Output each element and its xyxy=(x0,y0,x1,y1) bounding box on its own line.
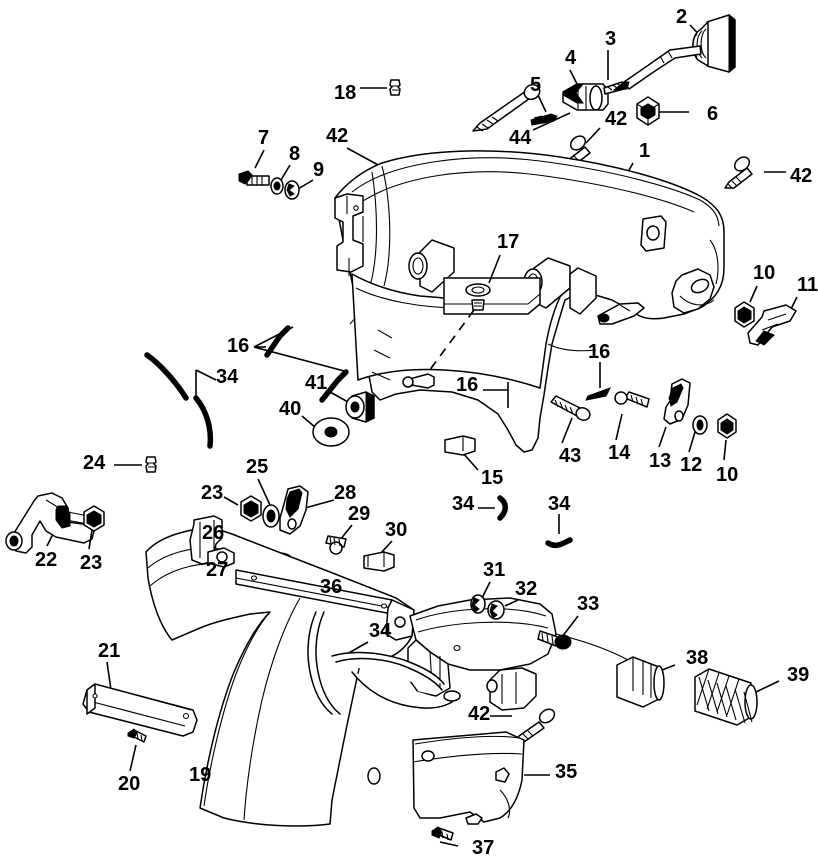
part-34-hose-d xyxy=(307,611,461,715)
part-pin-inner xyxy=(402,373,435,389)
part-32-washer xyxy=(487,599,519,620)
part-33-screw xyxy=(537,615,579,650)
part-8-washer xyxy=(270,164,291,195)
part-21-trim-plate xyxy=(82,661,198,737)
part-44-long-bolt xyxy=(472,83,571,132)
part-10-nut-b xyxy=(717,413,737,461)
part-13-bracket xyxy=(658,378,691,448)
part-34-hose-c xyxy=(545,514,573,549)
part-34-hose-b xyxy=(478,495,508,521)
part-30-bushing xyxy=(363,540,395,572)
part-19-lower-cover xyxy=(145,515,415,827)
part-22-handle xyxy=(5,492,95,554)
part-23-nut-a xyxy=(223,495,262,522)
part-7-screw xyxy=(238,149,270,186)
part-28-lever xyxy=(279,485,335,535)
part-2-anode-lead-assembly xyxy=(612,13,736,91)
part-38-sleeve xyxy=(616,656,676,708)
part-14-screw xyxy=(614,391,650,441)
part-37-screw xyxy=(431,826,459,847)
part-31-washer xyxy=(470,581,491,614)
part-24-grease-fitting xyxy=(114,456,157,473)
part-41-bushing xyxy=(329,391,375,423)
part-16-seal-strips xyxy=(253,325,612,408)
part-9-lock-washer xyxy=(284,179,314,200)
part-42-screw-b xyxy=(724,156,786,190)
part-18-grease-fitting xyxy=(360,79,401,96)
part-35-cover-plate xyxy=(412,731,550,825)
part-29-screw xyxy=(325,524,353,555)
part-34-hose-a xyxy=(144,352,217,449)
housing-right-section xyxy=(407,597,629,711)
part-11-clamp xyxy=(747,296,798,346)
part-5-cotter-pin xyxy=(530,94,558,126)
part-23-nut-b xyxy=(83,505,105,550)
part-20-screw xyxy=(127,728,147,772)
part-43-screw xyxy=(550,395,591,444)
part-10-nut-a xyxy=(734,285,758,328)
part-40-washer xyxy=(301,415,350,447)
part-39-spring xyxy=(694,668,780,726)
part-15-spacer xyxy=(444,435,479,471)
part-4-connector xyxy=(562,69,609,111)
part-12-washer xyxy=(688,415,708,453)
part-17-grommet xyxy=(417,254,501,387)
part-25-washer xyxy=(257,478,280,528)
part-6-hex-nut xyxy=(636,96,689,126)
